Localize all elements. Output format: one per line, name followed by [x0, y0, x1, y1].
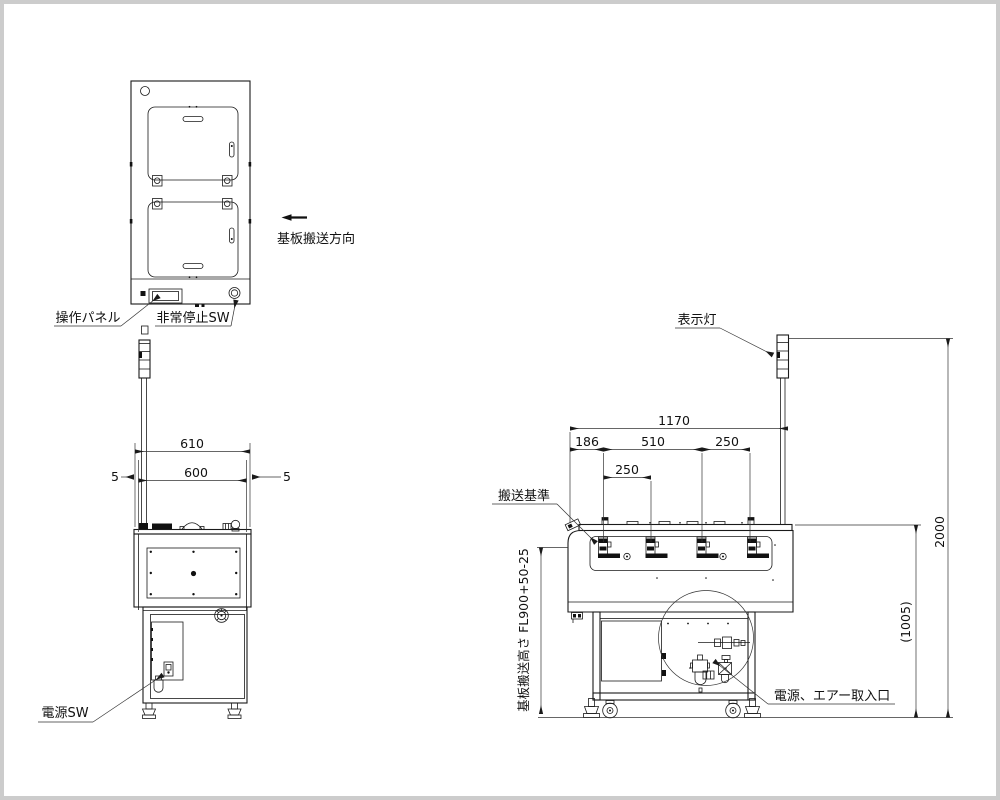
upper-access-panel	[147, 105, 239, 187]
filter-regulator	[690, 654, 710, 693]
power-switch	[163, 661, 174, 677]
air-piping	[698, 636, 750, 649]
height-dimensions: 2000 (1005) 基板搬送高さ FL900+50-25	[516, 338, 953, 718]
transport-direction: 基板搬送方向	[277, 214, 355, 247]
panel-knob	[190, 570, 197, 577]
bracket	[747, 536, 769, 558]
clamp-block	[152, 523, 172, 530]
tower-light-plan	[141, 325, 149, 335]
dim-1005: (1005)	[898, 601, 913, 643]
terminal-block	[702, 670, 715, 680]
dim-510: 510	[641, 434, 665, 449]
signal-tower	[776, 334, 790, 525]
leveling-foot	[583, 698, 600, 718]
dim-1170: 1170	[658, 413, 690, 428]
bracket	[645, 536, 668, 558]
leveling-foot	[227, 702, 242, 719]
label-power-switch: 電源SW	[41, 706, 88, 721]
door-clamp	[152, 175, 163, 187]
conveyor-recess	[589, 536, 773, 571]
front-view: 1170 186 510 250 250 2000 (1005) 基板搬送高さ …	[492, 313, 953, 719]
dim-5-right: 5	[283, 469, 291, 484]
side-view-dimensions: 610 600 5 5	[111, 436, 291, 532]
reference-flag	[564, 518, 582, 532]
detail-circle	[658, 590, 754, 686]
base-cabinet	[142, 606, 248, 704]
tower-pole-hole	[140, 86, 150, 96]
label-transport-reference: 搬送基準	[498, 488, 550, 504]
latch	[229, 227, 235, 244]
bracket	[696, 536, 719, 558]
door-clamp	[222, 175, 233, 187]
door-clamp	[222, 198, 233, 210]
indicator-lamp	[140, 291, 146, 296]
bracket	[598, 536, 620, 558]
handle-slot	[182, 116, 204, 122]
dim-5-left: 5	[111, 469, 119, 484]
top-view: 操作パネル 非常停止SW	[54, 80, 252, 335]
dim-610: 610	[180, 436, 204, 451]
label-operation-panel: 操作パネル	[55, 310, 120, 326]
label-indicator-light: 表示灯	[677, 313, 716, 328]
dim-600: 600	[184, 465, 208, 480]
tower-mount	[139, 523, 148, 530]
left-arrow-icon	[281, 214, 292, 221]
cabinet-door	[151, 621, 184, 681]
conveyor-brackets	[598, 536, 769, 558]
lower-access-panel	[147, 198, 239, 279]
emergency-stop-button	[228, 287, 241, 299]
sheet-background	[4, 4, 996, 796]
cabinet-door	[601, 620, 666, 682]
label-emergency-stop: 非常停止SW	[156, 310, 229, 326]
dim-2000: 2000	[932, 516, 947, 548]
dim-186: 186	[575, 434, 599, 449]
side-panel	[146, 547, 241, 599]
circular-connector	[214, 608, 229, 623]
dim-transport-height: 基板搬送高さ FL900+50-25	[516, 548, 531, 712]
leveling-foot	[141, 702, 157, 719]
dim-250: 250	[715, 434, 739, 449]
upper-body	[567, 529, 794, 613]
label-transport-direction: 基板搬送方向	[277, 231, 355, 247]
front-view-dimensions: 1170 186 510 250 250	[569, 413, 788, 542]
latch	[229, 141, 235, 158]
handle-slot	[182, 263, 204, 269]
side-view: 610 600 5 5 電源SW	[38, 339, 291, 723]
label-power-air-inlet: 電源、エアー取入口	[774, 689, 890, 704]
dim-250-pitch: 250	[615, 462, 639, 477]
door-clamp	[152, 198, 163, 210]
side-fitting	[571, 612, 583, 623]
inlet-valve	[718, 655, 732, 684]
base-frame	[592, 611, 756, 701]
